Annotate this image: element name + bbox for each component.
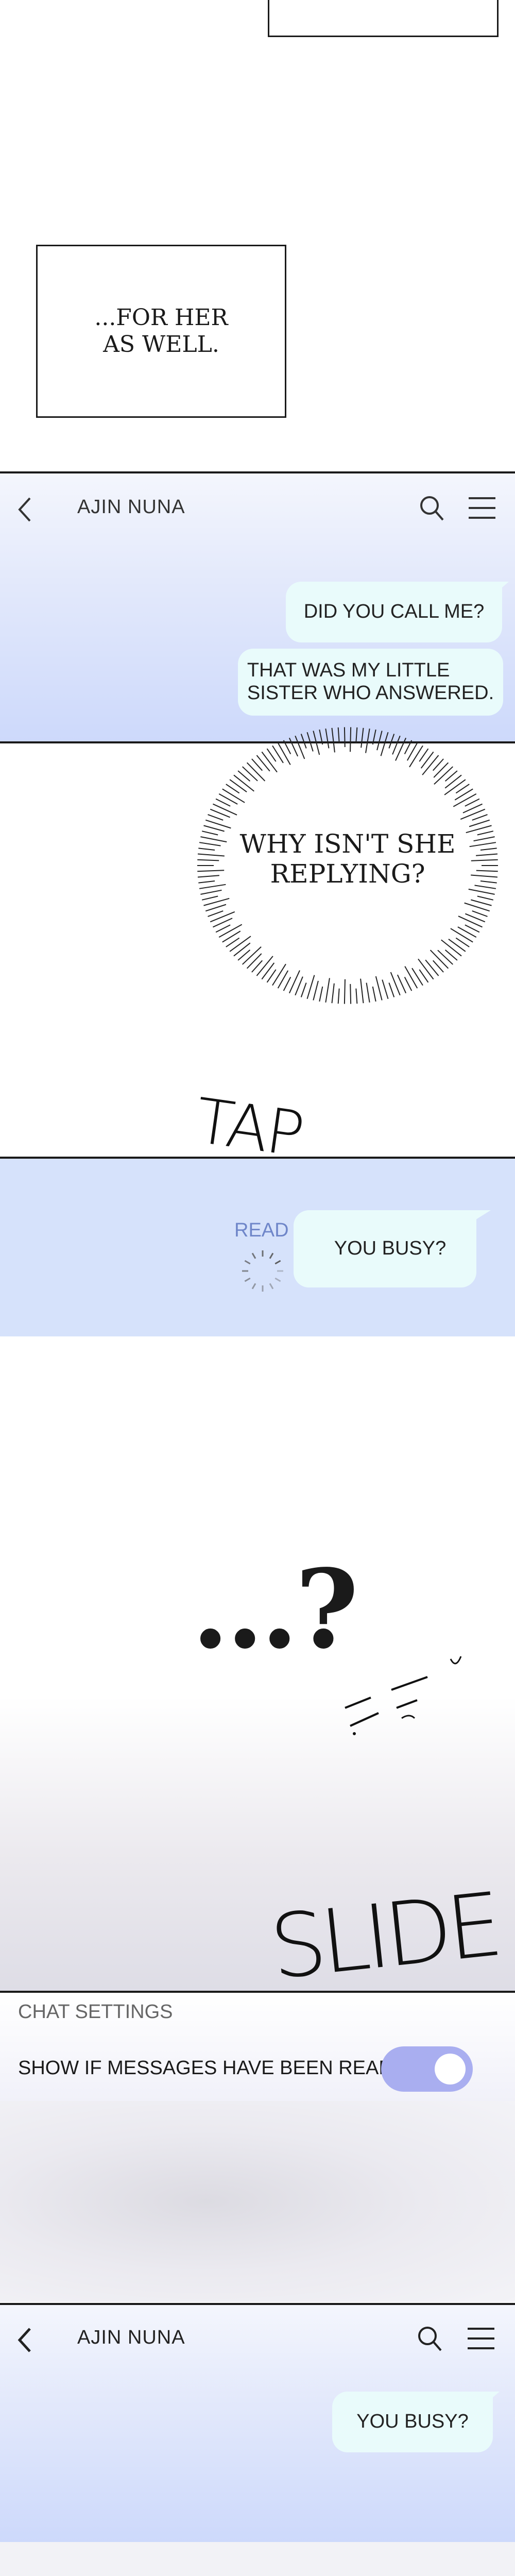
chat-panel-2: READ YOU BUSY?	[0, 1157, 515, 1338]
message-text: YOU BUSY?	[356, 2411, 469, 2433]
read-receipt-toggle[interactable]	[381, 2046, 473, 2092]
reaction-panel	[0, 1336, 515, 1991]
message-bubble: DID YOU CALL ME?	[286, 582, 502, 642]
ellipsis-question: ...?	[192, 1546, 358, 1673]
message-bubble: THAT WAS MY LITTLE SISTER WHO ANSWERED.	[238, 649, 503, 716]
narration-box: ...FOR HER AS WELL.	[36, 245, 286, 418]
hamburger-menu-icon[interactable]	[468, 496, 496, 520]
chat-settings-panel: CHAT SETTINGS SHOW IF MESSAGES HAVE BEEN…	[0, 1991, 515, 2103]
narration-text: ...FOR HER AS WELL.	[94, 304, 228, 358]
message-bubble: YOU BUSY?	[332, 2392, 493, 2452]
thought-burst-text: WHY ISN'T SHE REPLYING?	[239, 829, 456, 889]
chat-header: AJIN NUNA	[0, 473, 515, 540]
thought-burst	[197, 727, 498, 1004]
chat-panel-3: AJIN NUNA YOU BUSY?	[0, 2303, 515, 2544]
toggle-knob	[435, 2054, 466, 2084]
settings-toggle-label: SHOW IF MESSAGES HAVE BEEN READ	[18, 2057, 393, 2079]
bubble-tail	[493, 582, 509, 595]
spinner-ticks	[242, 1250, 283, 1292]
bubble-tail	[466, 1210, 491, 1226]
message-text: DID YOU CALL ME?	[303, 601, 485, 623]
chat-title: AJIN NUNA	[77, 2327, 185, 2348]
narration-box-top	[268, 0, 499, 37]
burst-rays	[197, 727, 498, 1004]
chevron-left-icon[interactable]	[15, 495, 33, 524]
message-bubble: YOU BUSY?	[294, 1210, 476, 1287]
message-text: YOU BUSY?	[334, 1238, 447, 1260]
search-icon[interactable]	[416, 2325, 443, 2353]
bottom-panel	[0, 2542, 515, 2576]
loading-spinner-icon	[242, 1250, 283, 1292]
blank-panel	[0, 2101, 515, 2302]
chevron-left-icon[interactable]	[15, 2326, 33, 2354]
chat-header: AJIN NUNA	[0, 2305, 515, 2372]
settings-section-title: CHAT SETTINGS	[18, 2001, 173, 2023]
read-label: READ	[234, 1219, 289, 1241]
search-icon[interactable]	[418, 494, 445, 523]
message-text: THAT WAS MY LITTLE SISTER WHO ANSWERED.	[247, 659, 494, 704]
motion-lines-icon	[345, 1656, 462, 1735]
chat-panel-1: AJIN NUNA DID YOU CALL ME? THAT WAS MY L…	[0, 471, 515, 743]
bubble-tail	[484, 2392, 500, 2405]
hamburger-menu-icon[interactable]	[467, 2327, 495, 2350]
chat-title: AJIN NUNA	[77, 496, 185, 518]
